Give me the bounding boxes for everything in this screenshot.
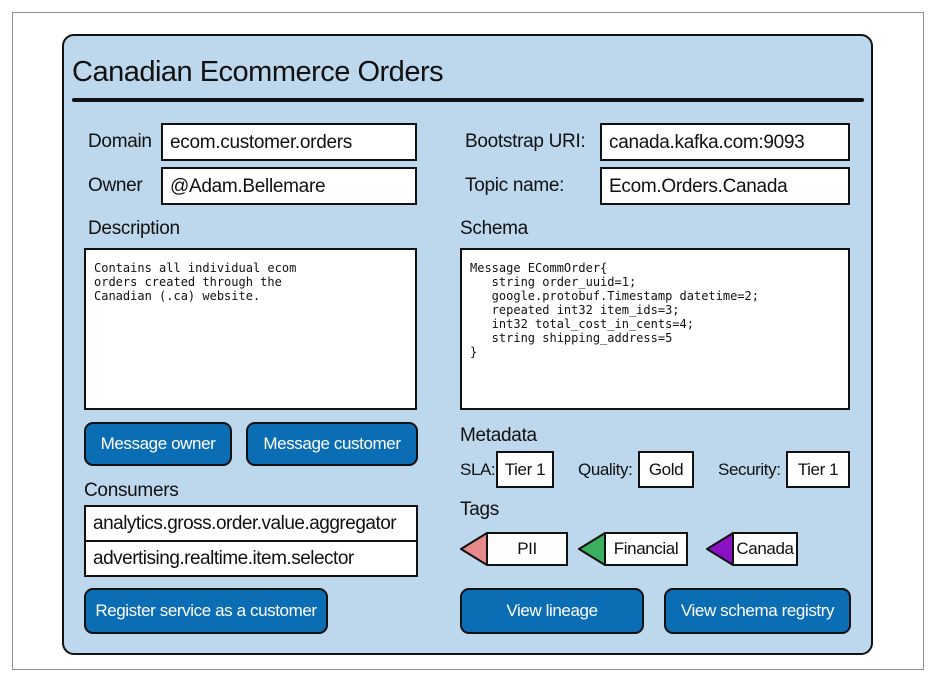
tag-financial-label: Financial (604, 532, 688, 566)
consumer-item-advertising[interactable]: advertising.realtime.item.selector (84, 540, 418, 577)
schema-label: Schema (460, 218, 528, 239)
tag-canada-arrow-icon (706, 532, 734, 566)
tag-financial[interactable]: Financial (578, 532, 688, 566)
quality-value: Gold (638, 451, 694, 488)
domain-field[interactable]: ecom.customer.orders (161, 123, 417, 161)
schema-textarea[interactable]: Message ECommOrder{ string order_uuid=1;… (460, 248, 850, 410)
figure-frame (12, 12, 924, 670)
owner-label: Owner (88, 175, 143, 196)
quality-label: Quality: (578, 460, 633, 479)
view-schema-registry-button[interactable]: View schema registry (664, 588, 851, 634)
page-title: Canadian Ecommerce Orders (72, 56, 444, 88)
tag-pii-arrow-icon (460, 532, 488, 566)
security-label: Security: (718, 460, 781, 479)
tag-pii[interactable]: PII (460, 532, 568, 566)
view-lineage-button[interactable]: View lineage (460, 588, 644, 634)
description-textarea[interactable]: Contains all individual ecom orders crea… (84, 248, 417, 410)
title-divider (72, 98, 864, 102)
register-service-button[interactable]: Register service as a customer (84, 588, 328, 634)
sla-label: SLA: (460, 460, 496, 479)
bootstrap-uri-label: Bootstrap URI: (465, 131, 586, 152)
bootstrap-uri-field[interactable]: canada.kafka.com:9093 (600, 123, 850, 161)
consumer-item-analytics[interactable]: analytics.gross.order.value.aggregator (84, 505, 418, 542)
tag-pii-label: PII (486, 532, 568, 566)
tags-label: Tags (460, 499, 499, 520)
domain-label: Domain (88, 131, 152, 152)
metadata-label: Metadata (460, 425, 537, 446)
security-value: Tier 1 (786, 451, 850, 488)
message-owner-button[interactable]: Message owner (84, 422, 232, 466)
message-customer-button[interactable]: Message customer (246, 422, 418, 466)
sla-value: Tier 1 (496, 451, 554, 488)
tag-financial-arrow-icon (578, 532, 606, 566)
description-label: Description (88, 218, 180, 239)
topic-name-label: Topic name: (465, 175, 565, 196)
consumers-label: Consumers (84, 480, 179, 501)
topic-name-field[interactable]: Ecom.Orders.Canada (600, 167, 850, 205)
tag-canada[interactable]: Canada (706, 532, 798, 566)
tag-canada-label: Canada (732, 532, 798, 566)
owner-field[interactable]: @Adam.Bellemare (161, 167, 417, 205)
